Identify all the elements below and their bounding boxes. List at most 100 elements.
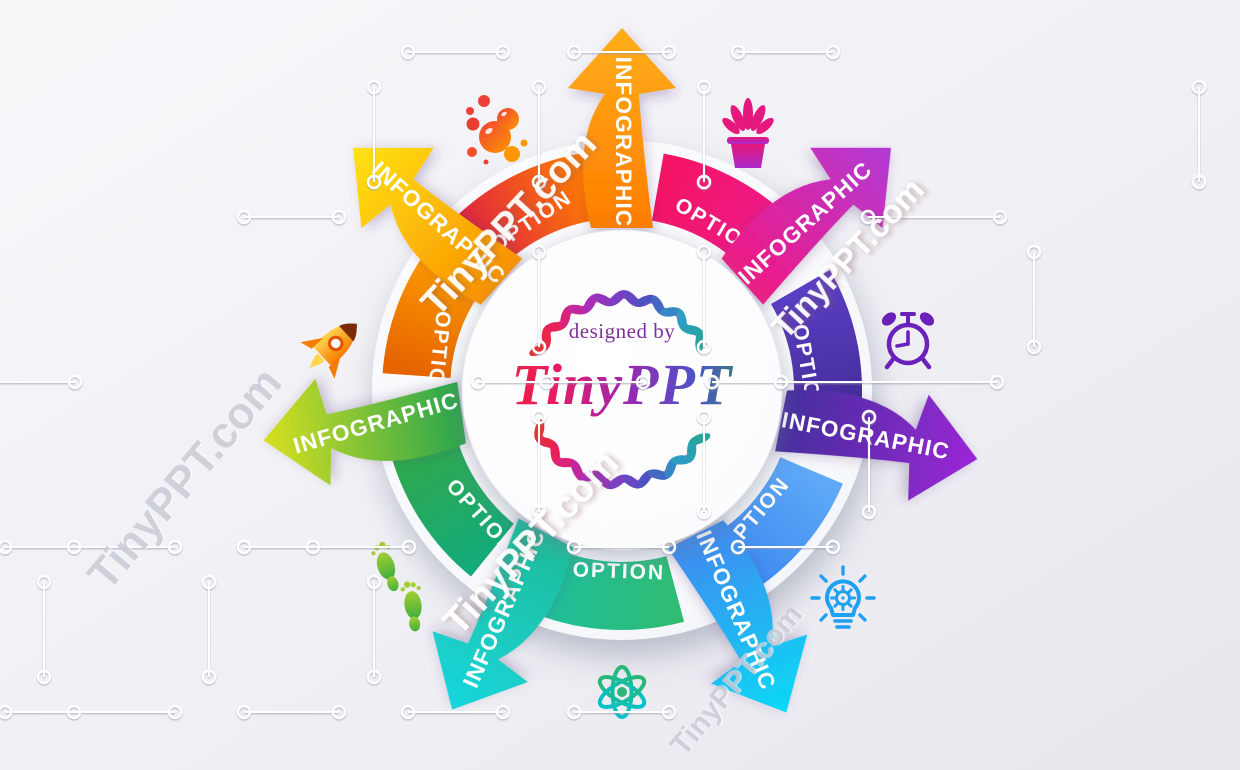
grid-node <box>366 669 382 685</box>
grid-node <box>773 374 789 390</box>
inner-circle <box>461 229 783 551</box>
option-band-teal <box>536 550 685 630</box>
option-band-green <box>390 434 514 577</box>
grid-node <box>730 539 746 555</box>
grid-node <box>825 44 841 60</box>
grid-node <box>1191 174 1207 190</box>
grid-node <box>531 79 547 95</box>
arrow-shape-teal <box>432 518 574 710</box>
grid-node <box>566 704 582 720</box>
laurel-leaf <box>670 455 693 465</box>
designed-by-text: designed by <box>569 319 675 343</box>
grid-node <box>67 374 83 390</box>
grid-node <box>696 244 712 260</box>
grid-node <box>66 539 82 555</box>
grid-node <box>400 704 416 720</box>
laurel-leaf <box>579 470 601 482</box>
center-branding: designed by TinyPPT <box>512 290 734 490</box>
arrow-label-orange: INFOGRAPHIC <box>611 57 636 228</box>
arrow-shape-green <box>263 378 466 486</box>
arrow-shape-purple <box>775 390 978 501</box>
grid-node <box>992 209 1008 225</box>
laurel-leaf <box>571 460 584 481</box>
grid-node <box>236 539 252 555</box>
grid-node <box>331 209 347 225</box>
grid-node <box>305 539 321 555</box>
grid-node <box>236 704 252 720</box>
laurel-leaf <box>550 442 560 465</box>
laurel-leaf <box>647 469 669 480</box>
grid-node <box>470 374 486 390</box>
grid-node <box>0 539 13 555</box>
grid-node <box>201 669 217 685</box>
laurel-leaf <box>582 294 597 314</box>
grid-node <box>400 44 416 60</box>
grid-node <box>366 174 382 190</box>
footprints-icon <box>371 541 422 632</box>
grid-node <box>66 704 82 720</box>
laurel-wreath <box>529 290 711 490</box>
grid-node <box>331 704 347 720</box>
grid-node <box>825 539 841 555</box>
connector-grid <box>0 44 1207 720</box>
grid-node <box>860 209 876 225</box>
alarm-clock-icon <box>881 312 935 370</box>
laurel-leaf <box>560 306 571 329</box>
laurel-leaf <box>608 290 627 307</box>
grid-node <box>989 374 1005 390</box>
grid-node <box>531 174 547 190</box>
arrow-orange: INFOGRAPHIC <box>568 28 676 228</box>
grid-node <box>36 669 52 685</box>
grid-node <box>661 539 677 555</box>
grid-node <box>566 44 582 60</box>
grid-node <box>861 409 877 425</box>
grid-node <box>167 704 183 720</box>
grid-node <box>696 504 712 520</box>
grid-node <box>36 574 52 590</box>
grid-node <box>1191 79 1207 95</box>
arrow-shape-cyan <box>667 520 808 713</box>
grid-node <box>539 374 555 390</box>
laurel-leaf <box>634 294 656 307</box>
decorative-icons <box>300 95 935 719</box>
grid-node <box>531 409 547 425</box>
grid-node <box>236 209 252 225</box>
grid-node <box>495 44 511 60</box>
grid-node <box>566 539 582 555</box>
potted-plant-icon <box>722 98 774 168</box>
grid-node <box>635 374 651 390</box>
option-band-purple <box>771 270 863 403</box>
grid-node <box>696 174 712 190</box>
arrow-shape-yellow <box>352 147 523 305</box>
grid-node <box>0 704 13 720</box>
grid-node <box>531 504 547 520</box>
grid-node <box>661 704 677 720</box>
grid-node <box>696 79 712 95</box>
laurel-leaf <box>554 457 577 468</box>
brand-logo-text: TinyPPT <box>512 352 734 417</box>
grid-node <box>1026 339 1042 355</box>
grid-node <box>167 539 183 555</box>
arrow-shape-orange <box>568 28 676 228</box>
grid-node <box>401 539 417 555</box>
option-label-teal: OPTION <box>572 558 665 584</box>
atom-icon <box>597 665 647 719</box>
grid-node <box>730 44 746 60</box>
arrow-shape-magenta <box>721 147 892 305</box>
bubbles-icon <box>466 95 528 165</box>
grid-node <box>696 409 712 425</box>
grid-node <box>704 374 720 390</box>
laurel-leaf <box>659 307 682 317</box>
grid-node <box>696 339 712 355</box>
grid-node <box>201 574 217 590</box>
laurel-leaf <box>621 474 641 489</box>
grid-node <box>366 574 382 590</box>
grid-node <box>861 504 877 520</box>
grid-node <box>661 44 677 60</box>
laurel-leaf <box>680 325 703 335</box>
grid-node <box>495 704 511 720</box>
inner-disc <box>461 229 783 551</box>
grid-node <box>366 79 382 95</box>
